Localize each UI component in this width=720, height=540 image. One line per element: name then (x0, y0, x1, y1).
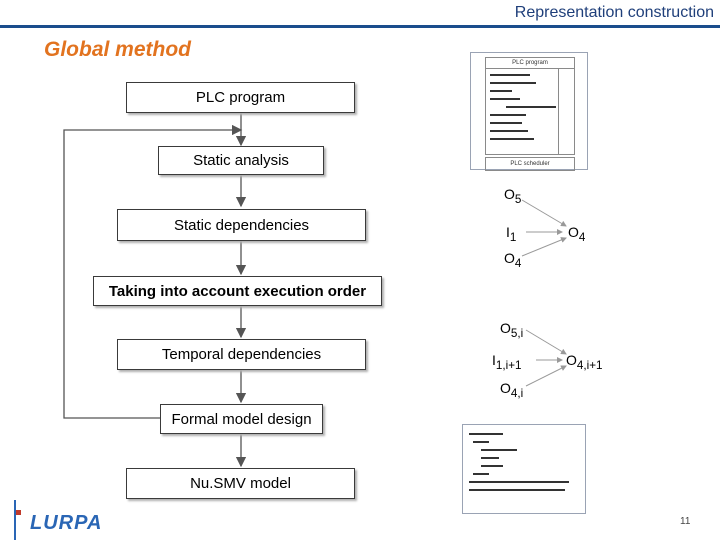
plc-program-box: PLC program (126, 82, 355, 113)
edge-o4-o4 (521, 237, 567, 257)
edge-o5-o4 (521, 199, 567, 227)
static-analysis-box: Static analysis (158, 146, 324, 175)
code-line (481, 449, 517, 451)
code-line (469, 433, 503, 435)
plc-code-line (490, 122, 522, 124)
node-o4-bottom: O4 (504, 250, 521, 270)
node-i1i1: I1,i+1 (492, 352, 522, 372)
node-o4-right: O4 (568, 224, 585, 244)
plc-code-line (490, 98, 520, 100)
edge-o4i-o4i1 (525, 365, 567, 387)
logo-dot (16, 510, 21, 515)
plc-code-line (490, 74, 530, 76)
node-o4i: O4,i (500, 380, 523, 400)
header-divider (0, 25, 720, 28)
code-line (473, 473, 489, 475)
node-o4-bottom-label: O4 (504, 250, 522, 270)
node-i1-label: I1 (506, 224, 517, 244)
code-line (481, 465, 503, 467)
edge-o5i-o4i1 (525, 329, 567, 355)
execution-order-box: Taking into account execution order (93, 276, 382, 306)
section-title: Representation construction (514, 4, 714, 21)
code-line (473, 441, 489, 443)
plc-scheduler-label: PLC scheduler (485, 157, 575, 171)
lurpa-logo: LURPA (30, 512, 103, 534)
nusmv-code-thumbnail (462, 424, 586, 514)
node-i1i1-label: I1,i+1 (492, 352, 522, 372)
page-number: 11 (680, 516, 691, 527)
plc-code-line (490, 114, 526, 116)
node-o4i1-label: O4,i+1 (566, 352, 603, 372)
code-line (469, 481, 569, 483)
plc-code-line (490, 138, 534, 140)
plc-ladder-frame: PLC program (485, 57, 575, 155)
plc-code-line (490, 82, 536, 84)
node-o5i-label: O5,i (500, 320, 524, 340)
plc-code-line (490, 90, 512, 92)
node-i1: I1 (506, 224, 516, 244)
node-o4-right-label: O4 (568, 224, 586, 244)
footer-accent-bar (14, 500, 16, 540)
feedback-loop (63, 124, 243, 419)
code-line (469, 489, 565, 491)
node-o4i1: O4,i+1 (566, 352, 603, 372)
nusmv-model-box: Nu.SMV model (126, 468, 355, 499)
node-o5-label: O5 (504, 186, 522, 206)
temporal-dependencies-box: Temporal dependencies (117, 339, 366, 370)
node-o4i-label: O4,i (500, 380, 524, 400)
code-line (481, 457, 499, 459)
plc-code-line (490, 130, 528, 132)
page-title: Global method (44, 38, 191, 61)
plc-code-line (506, 106, 556, 108)
node-o5: O5 (504, 186, 521, 206)
node-o5i: O5,i (500, 320, 523, 340)
plc-program-thumbnail: PLC program PLC scheduler (470, 52, 588, 171)
static-dependencies-box: Static dependencies (117, 209, 366, 241)
plc-inset-title: PLC program (486, 58, 574, 69)
plc-rail (558, 68, 559, 154)
formal-model-design-box: Formal model design (160, 404, 323, 434)
